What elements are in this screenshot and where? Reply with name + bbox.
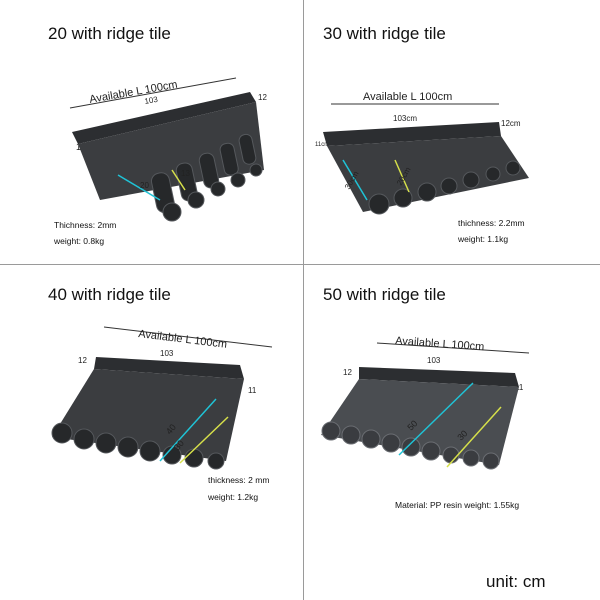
ridge-cap — [323, 122, 501, 146]
width-label: 11 — [248, 386, 257, 395]
ridge-cap — [359, 367, 519, 387]
length-label: 103 — [160, 349, 174, 358]
height-label: 12 — [343, 368, 352, 377]
height-label: 12 — [258, 93, 267, 102]
panel-title: 50 with ridge tile — [323, 285, 446, 304]
width-label: 11cm — [315, 142, 329, 148]
roof-body — [327, 136, 529, 212]
tile-illustration: Available L 100cm 103 12 11 20 13 — [69, 77, 267, 222]
tile-dim-1-label: 40 — [164, 422, 178, 436]
spec-weight: weight: 1.2kg — [208, 492, 259, 502]
panel-title: 30 with ridge tile — [323, 24, 446, 43]
available-length-label: Available L 100cm — [88, 79, 178, 106]
panel-20-ridge-tile: 20 with ridge tile Available L 100cm 103… — [0, 0, 300, 300]
tile-dimension-line-yellow — [171, 169, 186, 191]
spec-material-weight: Material: PP resin weight: 1.55kg — [395, 500, 520, 510]
tile-illustration: Available L 100cm 103 12 11 50 30 — [321, 335, 530, 470]
available-length-label: Available L 100cm — [138, 328, 228, 351]
unit-label: unit: cm — [486, 572, 546, 591]
panel-30-ridge-tile: 30 with ridge tile Available L 100cm 103… — [303, 0, 600, 300]
panel-title: 20 with ridge tile — [48, 24, 171, 43]
available-length-label: Available L 100cm — [363, 91, 452, 103]
tile-illustration: Available L 100cm 103 12 11 40 30 — [51, 326, 273, 470]
width-label: 11 — [515, 383, 524, 392]
length-label: 103 — [144, 95, 159, 106]
panel-50-ridge-tile: 50 with ridge tile Available L 100cm 103… — [303, 265, 600, 565]
ridge-cap — [72, 92, 256, 144]
tile-dim-2-label: 13 — [181, 169, 190, 178]
roof-body — [321, 379, 519, 465]
ridge-cap — [94, 357, 244, 379]
tile-illustration: Available L 100cm 103cm 12cm 11cm 30cm 2… — [315, 91, 529, 215]
tile-rows — [321, 421, 500, 470]
height-label: 12cm — [501, 119, 521, 128]
tile-dimension-line-cyan — [117, 174, 161, 201]
panel-title: 40 with ridge tile — [48, 285, 171, 304]
spec-weight: weight: 1.1kg — [458, 234, 509, 244]
panel-40-ridge-tile: 40 with ridge tile Available L 100cm 103… — [0, 265, 300, 565]
tile-dimension-line-cyan — [159, 398, 217, 462]
spec-weight: weight: 0.8kg — [54, 236, 105, 246]
tile-dim-1-label: 20 — [140, 181, 149, 190]
tile-rows — [150, 133, 263, 222]
spec-thickness: thickness: 2 mm — [208, 475, 270, 485]
spec-thickness: thichness: 2.2mm — [458, 218, 525, 228]
tile-dim-2-label: 30 — [172, 438, 186, 452]
tile-dimension-line-cyan — [342, 159, 368, 201]
tile-rows — [368, 160, 521, 215]
tile-dimension-line-yellow — [446, 406, 502, 468]
tile-dimension-line-cyan — [398, 382, 474, 456]
vertical-divider — [303, 0, 304, 600]
length-label: 103 — [427, 356, 441, 365]
height-label: 12 — [78, 356, 87, 365]
tile-dimension-line-yellow — [394, 159, 410, 193]
spec-thickness: Thichness: 2mm — [54, 220, 117, 230]
tile-dimension-line-yellow — [179, 416, 229, 464]
length-label: 103cm — [393, 114, 417, 123]
horizontal-divider — [0, 264, 600, 265]
available-length-label: Available L 100cm — [395, 335, 485, 353]
